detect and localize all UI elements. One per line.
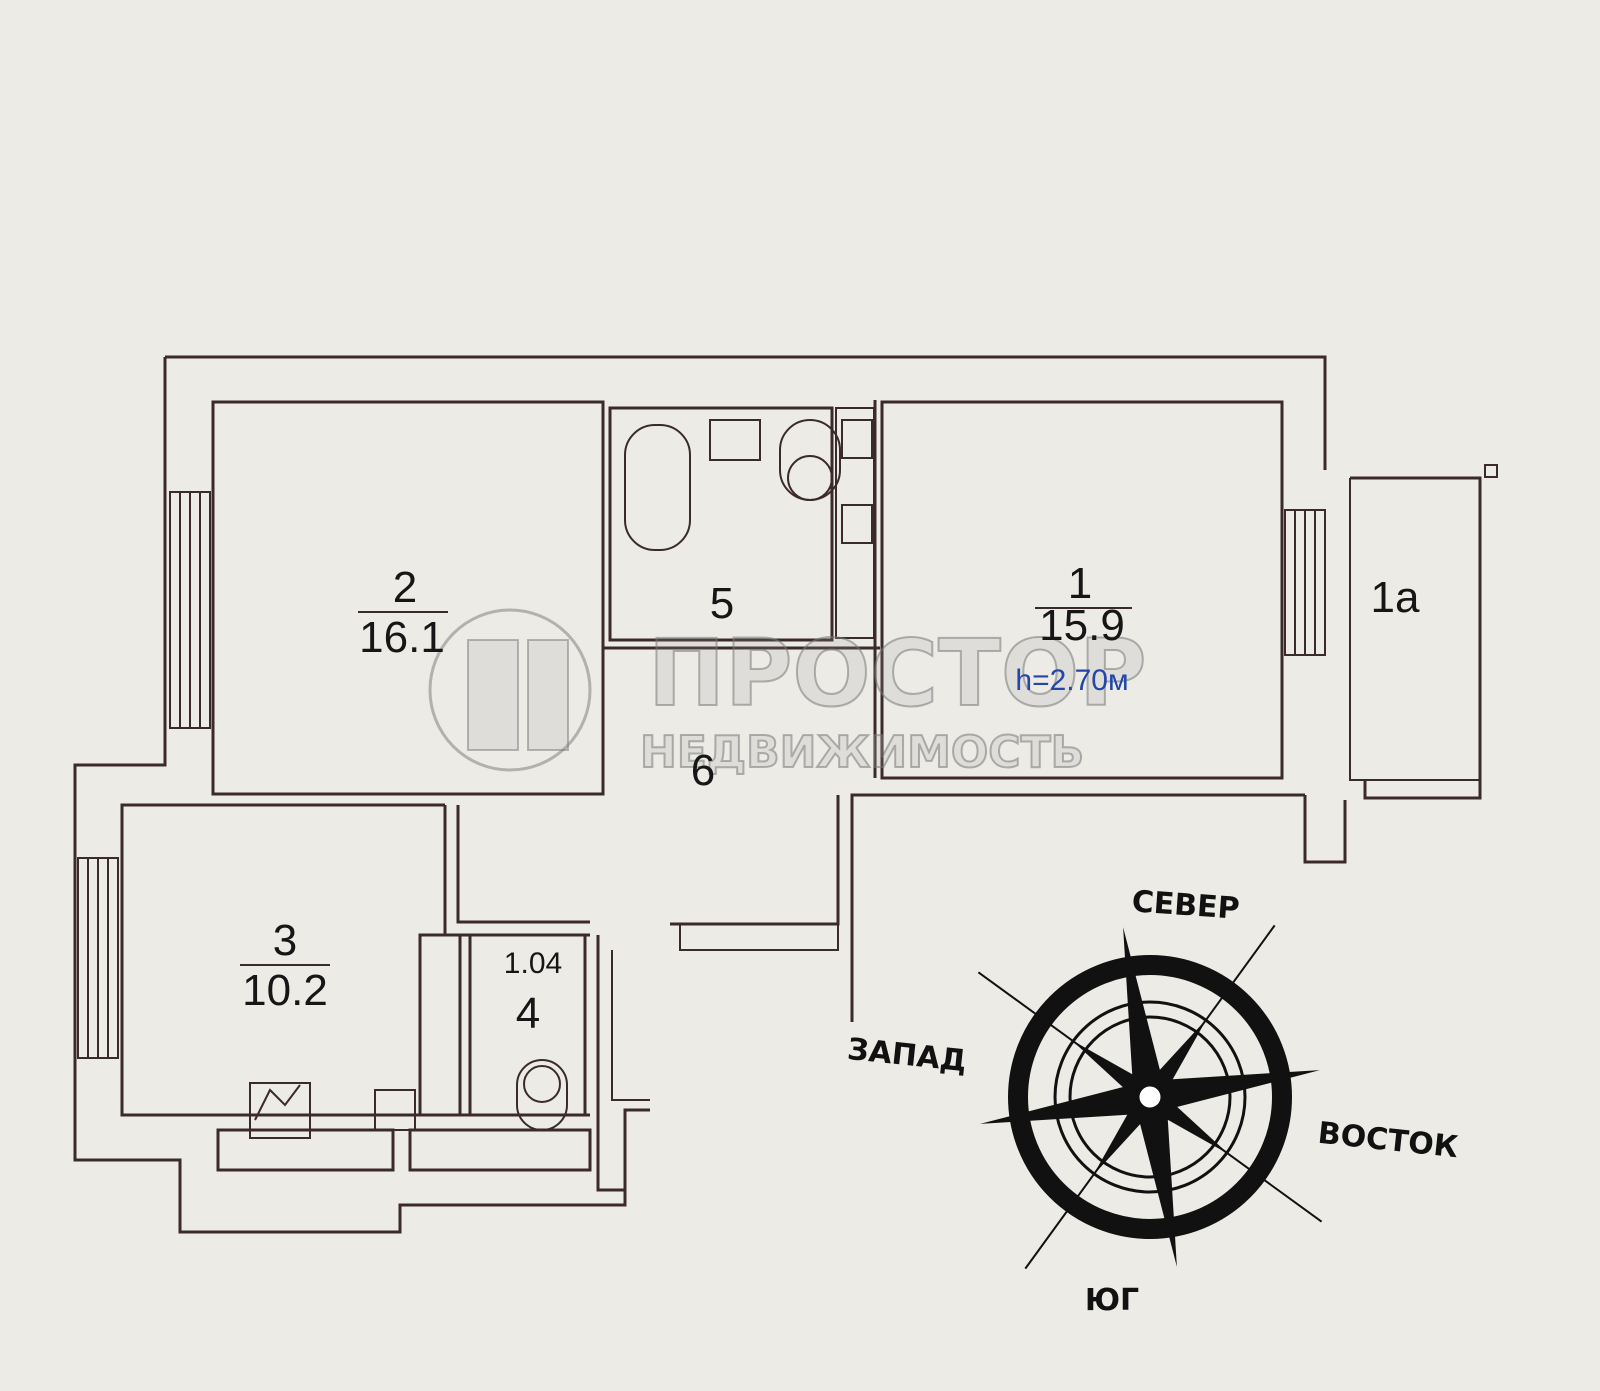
room3-area: 10.2 bbox=[242, 966, 328, 1015]
compass-south: ЮГ bbox=[1085, 1283, 1139, 1318]
room4-number: 4 bbox=[516, 989, 540, 1038]
walls bbox=[73, 355, 1498, 1234]
room3-number: 3 bbox=[273, 916, 297, 965]
room-labels: 2 16.1 5 1 15.9 h=2.70м 1а 6 3 10.2 1.04… bbox=[240, 559, 1420, 1038]
ceiling-height: h=2.70м bbox=[1015, 664, 1128, 697]
watermark-line2: НЕДВИЖИМОСТЬ bbox=[640, 727, 1084, 778]
room1-area: 15.9 bbox=[1039, 601, 1125, 650]
room1a-number: 1а bbox=[1371, 573, 1420, 622]
compass-north: СЕВЕР bbox=[1131, 884, 1241, 926]
room5-number: 5 bbox=[710, 579, 734, 628]
room2-number: 2 bbox=[393, 563, 417, 612]
room4-area: 1.04 bbox=[504, 947, 562, 980]
room2-area: 16.1 bbox=[359, 613, 445, 662]
room6-number: 6 bbox=[691, 746, 715, 795]
watermark-line1: ПРОСТОР bbox=[648, 620, 1147, 727]
compass-east: ВОСТОК bbox=[1316, 1116, 1460, 1166]
compass-west: ЗАПАД bbox=[846, 1032, 969, 1079]
watermark: ПРОСТОР НЕДВИЖИМОСТЬ bbox=[428, 608, 1148, 779]
room1-number: 1 bbox=[1068, 559, 1092, 608]
compass-rose: СЕВЕР ЗАПАД ВОСТОК ЮГ bbox=[846, 884, 1461, 1318]
